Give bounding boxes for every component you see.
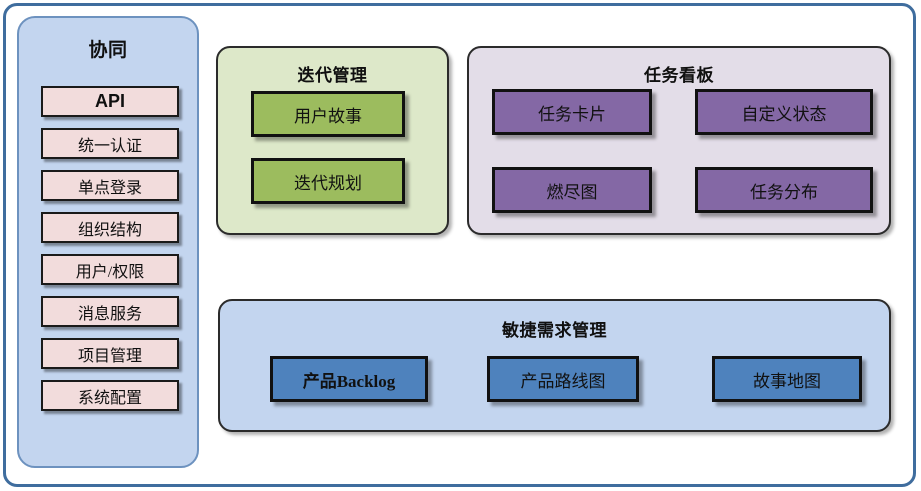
panel-taskboard[interactable]: 任务看板 任务卡片 自定义状态 燃尽图 任务分布: [467, 46, 891, 235]
panel-agile-requirements[interactable]: 敏捷需求管理 产品Backlog 产品路线图 故事地图: [218, 299, 891, 432]
sidebar-item-org-structure[interactable]: 组织结构: [41, 212, 179, 243]
agile-item-product-backlog[interactable]: 产品Backlog: [270, 356, 428, 402]
outer-frame-border: [3, 3, 916, 487]
sidebar-item-system-config[interactable]: 系统配置: [41, 380, 179, 411]
taskboard-item-task-distribution[interactable]: 任务分布: [695, 167, 873, 213]
sidebar-item-message-service[interactable]: 消息服务: [41, 296, 179, 327]
panel-collaboration-title: 协同: [88, 40, 128, 61]
sidebar-item-sso[interactable]: 单点登录: [41, 170, 179, 201]
sidebar-item-project-management[interactable]: 项目管理: [41, 338, 179, 369]
panel-collaboration[interactable]: 协同 API 统一认证 单点登录 组织结构 用户/权限 消息服务 项目管理 系统…: [17, 16, 199, 468]
agile-item-story-map[interactable]: 故事地图: [712, 356, 862, 402]
iteration-item-user-story[interactable]: 用户故事: [251, 91, 405, 137]
taskboard-item-custom-status[interactable]: 自定义状态: [695, 89, 873, 135]
agile-item-product-roadmap[interactable]: 产品路线图: [487, 356, 639, 402]
panel-iteration-management[interactable]: 迭代管理 用户故事 迭代规划: [216, 46, 449, 235]
sidebar-item-api[interactable]: API: [41, 86, 179, 117]
taskboard-item-burndown-chart[interactable]: 燃尽图: [492, 167, 652, 213]
sidebar-item-user-permission[interactable]: 用户/权限: [41, 254, 179, 285]
panel-iteration-title: 迭代管理: [297, 66, 368, 85]
iteration-item-iteration-planning[interactable]: 迭代规划: [251, 158, 405, 204]
panel-taskboard-title: 任务看板: [644, 66, 714, 85]
sidebar-item-unified-auth[interactable]: 统一认证: [41, 128, 179, 159]
panel-agile-title: 敏捷需求管理: [502, 321, 607, 340]
taskboard-item-task-card[interactable]: 任务卡片: [492, 89, 652, 135]
